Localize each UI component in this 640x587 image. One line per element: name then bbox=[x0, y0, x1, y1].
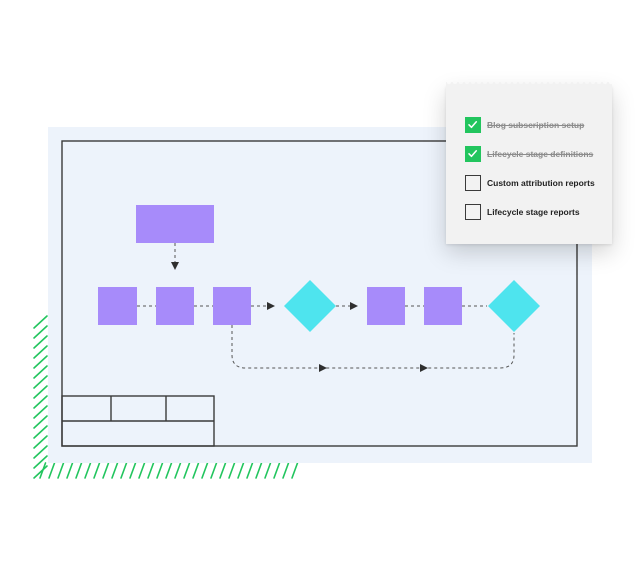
torn-edge bbox=[446, 82, 612, 88]
hatch-stroke bbox=[165, 462, 173, 479]
checklist-item[interactable]: Blog subscription setup bbox=[465, 116, 584, 134]
arrowhead-icon bbox=[420, 364, 428, 372]
hatch-stroke bbox=[120, 462, 128, 479]
hatch-stroke bbox=[237, 462, 245, 479]
hatch-stroke bbox=[33, 335, 48, 349]
hatch-stroke bbox=[201, 462, 209, 479]
checklist-item-label: Blog subscription setup bbox=[487, 120, 585, 130]
check-icon bbox=[468, 150, 478, 158]
checkbox-checked[interactable] bbox=[465, 117, 481, 133]
hatch-stroke bbox=[33, 425, 48, 439]
process-node-5 bbox=[424, 287, 462, 325]
hatch-stroke bbox=[246, 462, 254, 479]
hatch-stroke bbox=[33, 325, 48, 339]
hatch-stroke bbox=[156, 462, 164, 479]
hatch-stroke bbox=[33, 435, 48, 449]
hatch-stroke bbox=[66, 462, 74, 479]
hatch-stroke bbox=[174, 462, 182, 479]
process-node-1 bbox=[98, 287, 137, 325]
hatch-stroke bbox=[93, 462, 101, 479]
hatch-stroke bbox=[33, 455, 48, 469]
hatch-stroke bbox=[33, 415, 48, 429]
hatch-stroke bbox=[111, 462, 119, 479]
hatch-stroke bbox=[33, 465, 48, 479]
connector-loop-back bbox=[231, 325, 515, 369]
hatch-stroke bbox=[57, 462, 65, 479]
hatch-stroke bbox=[33, 405, 48, 419]
arrowhead-icon bbox=[350, 302, 358, 310]
hatch-stroke bbox=[228, 462, 236, 479]
decision-node-2 bbox=[488, 280, 540, 332]
hatch-stroke bbox=[210, 462, 218, 479]
diagram-frame bbox=[61, 140, 578, 447]
process-node-2 bbox=[156, 287, 194, 325]
hatch-stroke bbox=[138, 462, 146, 479]
checklist-item-label: Lifecycle stage definitions bbox=[487, 149, 594, 159]
hatch-stroke bbox=[33, 365, 48, 379]
checklist-item-label: Lifecycle stage reports bbox=[487, 207, 580, 217]
check-icon bbox=[468, 121, 478, 129]
hatch-stroke bbox=[33, 395, 48, 409]
hatch-stroke bbox=[282, 462, 290, 479]
checklist-card: Blog subscription setup Lifecycle stage … bbox=[446, 82, 612, 244]
hatch-stroke bbox=[33, 445, 48, 459]
arrowhead-icon bbox=[171, 262, 179, 270]
checkbox-unchecked[interactable] bbox=[465, 175, 481, 191]
hatch-stroke bbox=[129, 462, 137, 479]
hatch-stroke bbox=[33, 315, 48, 329]
checklist-item[interactable]: Lifecycle stage definitions bbox=[465, 145, 593, 163]
checkbox-unchecked[interactable] bbox=[465, 204, 481, 220]
hatch-stroke bbox=[192, 462, 200, 479]
hatch-stroke bbox=[33, 345, 48, 359]
hatch-stroke bbox=[183, 462, 191, 479]
hatch-stroke bbox=[33, 355, 48, 369]
hatch-stroke bbox=[48, 462, 56, 479]
hatch-stroke bbox=[291, 462, 299, 479]
hatch-stroke bbox=[84, 462, 92, 479]
hatch-stroke bbox=[102, 462, 110, 479]
process-node-4 bbox=[367, 287, 405, 325]
checklist-item[interactable]: Lifecycle stage reports bbox=[465, 203, 580, 221]
hatch-stroke bbox=[33, 375, 48, 389]
process-node-3 bbox=[213, 287, 251, 325]
decision-node-1 bbox=[284, 280, 336, 332]
hatch-stroke bbox=[39, 462, 47, 479]
arrowhead-icon bbox=[319, 364, 327, 372]
hatch-stroke bbox=[147, 462, 155, 479]
hatch-stroke bbox=[273, 462, 281, 479]
checklist-item[interactable]: Custom attribution reports bbox=[465, 174, 595, 192]
hatch-stroke bbox=[33, 385, 48, 399]
hatch-stroke bbox=[255, 462, 263, 479]
title-block bbox=[61, 395, 215, 447]
checkbox-checked[interactable] bbox=[465, 146, 481, 162]
checklist-item-label: Custom attribution reports bbox=[487, 178, 595, 188]
hatch-stroke bbox=[75, 462, 83, 479]
process-node-top bbox=[136, 205, 214, 243]
arrowhead-icon bbox=[267, 302, 275, 310]
hatch-stroke bbox=[264, 462, 272, 479]
hatch-stroke bbox=[219, 462, 227, 479]
